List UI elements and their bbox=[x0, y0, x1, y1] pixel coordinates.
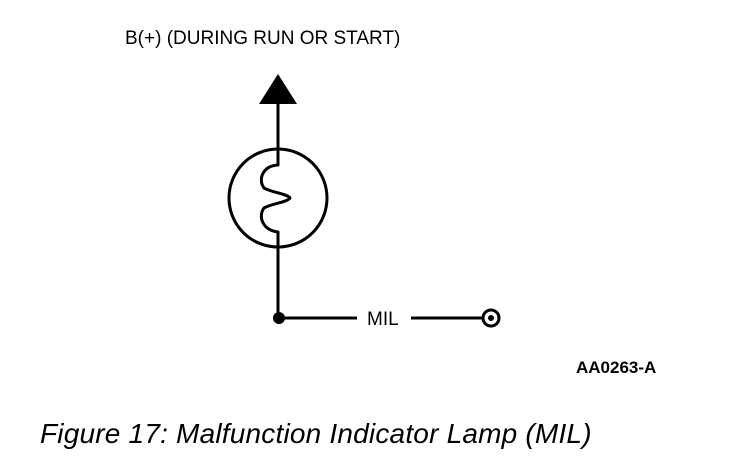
power-arrow-icon bbox=[259, 74, 297, 104]
connector-terminal-center bbox=[488, 315, 494, 321]
supply-voltage-label: B(+) (DURING RUN OR START) bbox=[125, 28, 400, 49]
mil-wire-label: MIL bbox=[367, 309, 399, 330]
figure-caption: Figure 17: Malfunction Indicator Lamp (M… bbox=[40, 418, 592, 449]
lamp-filament-icon bbox=[259, 152, 292, 244]
figure-code: AA0263-A bbox=[576, 358, 656, 377]
